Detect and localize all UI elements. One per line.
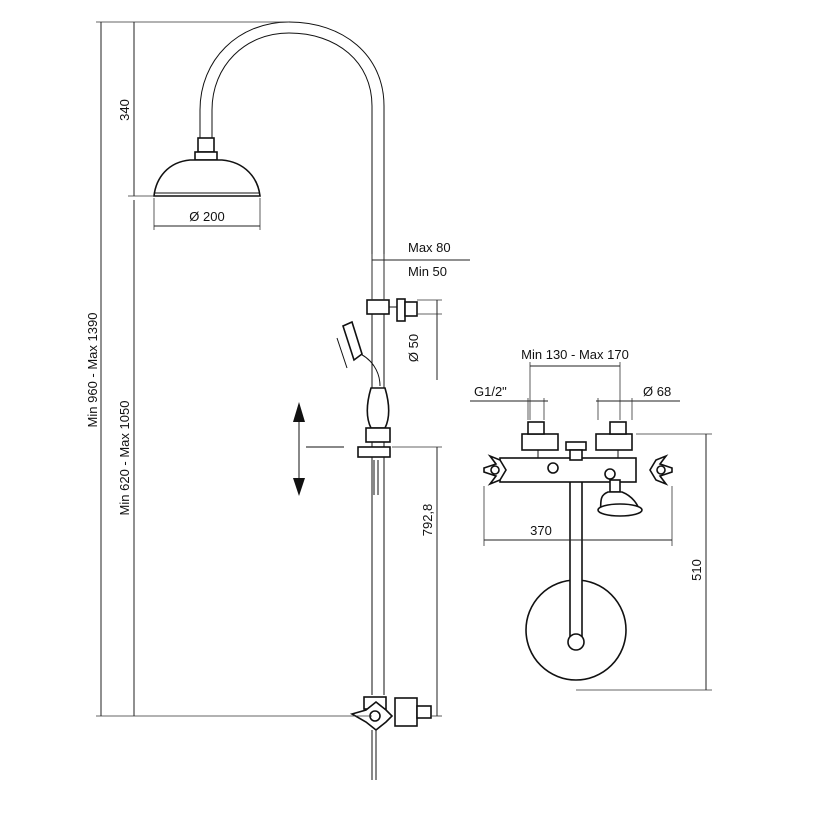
column-collar (366, 299, 390, 315)
slider-holder (365, 427, 391, 443)
pipe-outlet (567, 633, 585, 651)
head-connector (197, 137, 215, 153)
diverter-body (569, 449, 583, 461)
dim-offset-min: Min 50 (408, 264, 447, 279)
dim-bottom-height: 510 (689, 559, 704, 581)
dim-inner-height: Min 620 - Max 1050 (117, 401, 132, 516)
hand-shower-handle (366, 387, 390, 429)
slider-knob (357, 446, 391, 458)
dim-slide-height: 792,8 (420, 504, 435, 537)
right-connection-cap (609, 421, 627, 435)
dim-offset-max: Max 80 (408, 240, 451, 255)
dim-flange-diameter: Ø 68 (643, 384, 671, 399)
inner-right-valve (604, 468, 616, 480)
dim-centers: Min 130 - Max 170 (521, 347, 629, 362)
dim-total-height: Min 960 - Max 1390 (85, 313, 100, 428)
bracket-wall-plate (404, 301, 418, 317)
shower-column (153, 21, 432, 780)
dim-head-diameter: Ø 200 (189, 209, 224, 224)
hand-shower-hose-loop (355, 351, 381, 387)
dim-head-drop: 340 (117, 99, 132, 121)
slide-arrow-down (293, 478, 305, 496)
down-pipe (569, 469, 583, 641)
inner-left-valve (547, 462, 559, 474)
gooseneck-inner (211, 32, 373, 300)
left-connection-cap (527, 421, 545, 435)
hand-shower-face (336, 337, 348, 369)
slide-arrow-up (293, 402, 305, 422)
shower-head (153, 159, 261, 197)
left-connection (521, 433, 559, 451)
diverter-top (565, 441, 587, 451)
right-connection (595, 433, 633, 451)
right-handle-hub (656, 465, 666, 475)
hand-shower-head (342, 320, 363, 362)
bottom-mixer-outlet (416, 705, 432, 719)
outlet-neck (609, 479, 621, 493)
hose-coil (373, 460, 379, 495)
mixer-bar (499, 457, 637, 483)
dim-bracket-diameter: Ø 50 (406, 334, 421, 362)
bottom-mixer-body (394, 697, 418, 727)
right-dimensions: Min 130 - Max 170 G1/2" Ø 68 370 510 (470, 347, 712, 691)
head-nut (194, 151, 218, 161)
small-shower-face (597, 503, 643, 517)
dim-thread: G1/2" (474, 384, 507, 399)
dim-mixer-width: 370 (530, 523, 552, 538)
bottom-hose (371, 730, 377, 780)
mixer-front-view (483, 421, 673, 681)
bracket-flange (396, 298, 406, 322)
left-handle-hub (490, 465, 500, 475)
left-dimensions: Min 960 - Max 1390 340 Min 620 - Max 105… (85, 21, 470, 717)
